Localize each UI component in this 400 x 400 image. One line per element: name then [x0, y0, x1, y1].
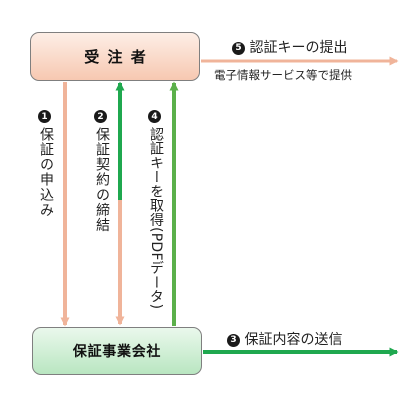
step-4-label: 認証キーを取得(PDFデータ) — [148, 127, 164, 310]
step-5-sublabel: 電子情報サービス等で提供 — [214, 68, 352, 82]
step-1-label: 保証の申込み — [38, 127, 54, 218]
guarantor-label: 保証事業会社 — [72, 344, 162, 360]
step-3-number-badge: 3 — [227, 333, 240, 347]
step-3-label: 保証内容の送信 — [244, 332, 343, 348]
step-5-label: 認証キーの提出 — [249, 40, 348, 56]
step-3-label-group: 3 保証内容の送信 — [227, 329, 342, 349]
guarantor-box: 保証事業会社 — [32, 327, 202, 375]
step-5-label-group: 5 認証キーの提出 — [232, 37, 347, 57]
contractor-box: 受注者 — [30, 32, 200, 81]
step-1-number-badge: 1 — [38, 110, 51, 123]
contractor-label: 受注者 — [84, 48, 154, 66]
step-4-number-badge: 4 — [148, 110, 161, 123]
step-2-number-badge: 2 — [94, 110, 107, 123]
step-5-number-badge: 5 — [232, 41, 245, 55]
step-2-label: 保証契約の締結 — [94, 127, 110, 233]
